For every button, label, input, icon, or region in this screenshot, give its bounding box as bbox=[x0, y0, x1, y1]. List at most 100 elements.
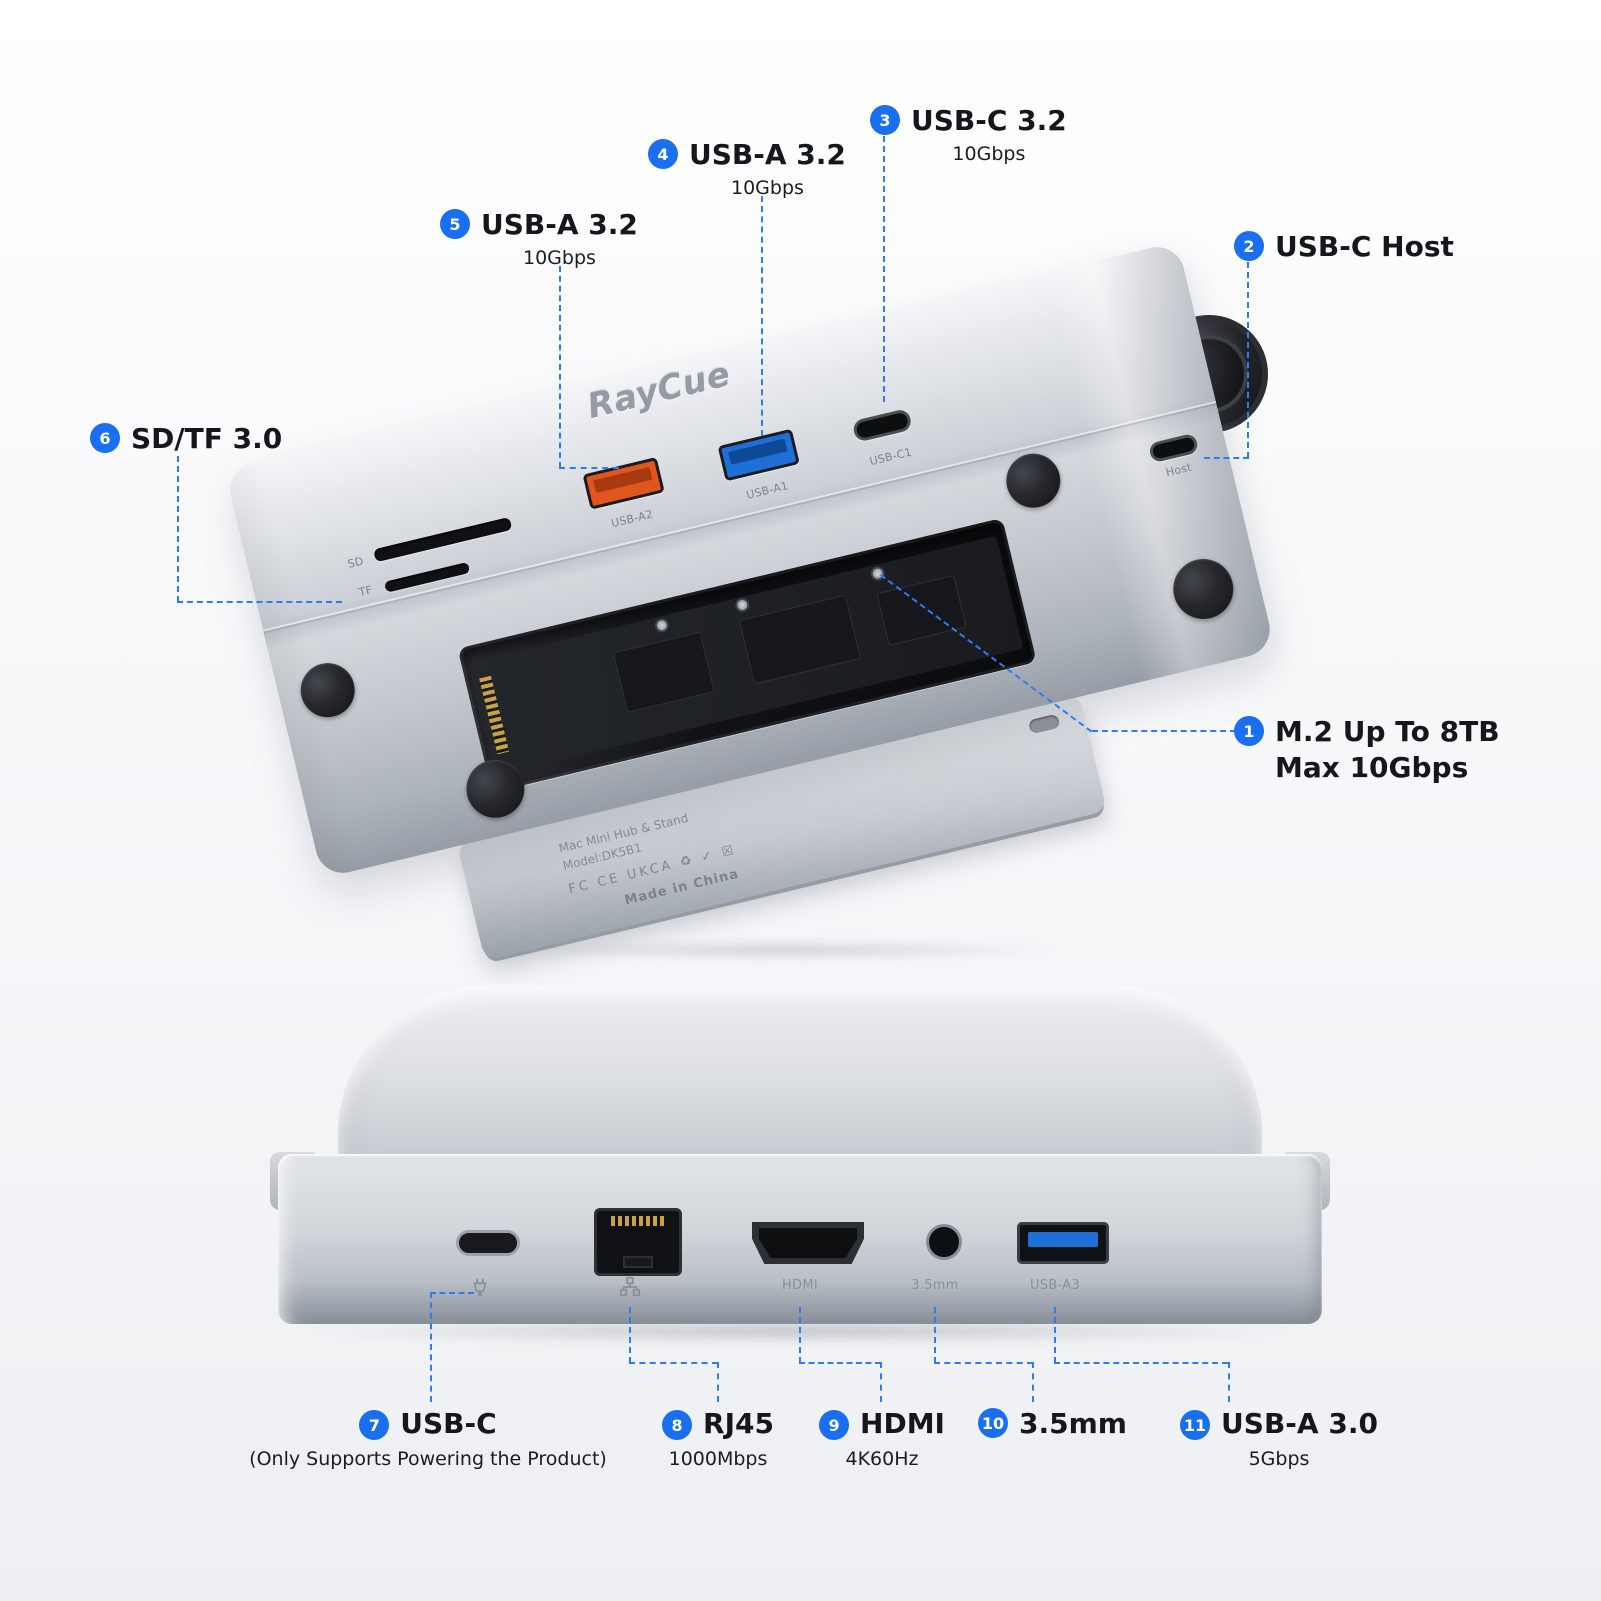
leader-line-usb-a-3-2-left bbox=[559, 266, 561, 468]
callout-rj45: 8 RJ45 1000Mbps bbox=[648, 1406, 788, 1470]
sd-etch-label: SD bbox=[346, 554, 366, 571]
callout-title: 3.5mm bbox=[1019, 1407, 1127, 1440]
rear-port-panel bbox=[278, 1154, 1322, 1324]
usb-a2-port bbox=[582, 457, 665, 510]
leader-line-rj45-2 bbox=[629, 1362, 718, 1364]
cover-plate-shadow bbox=[500, 940, 1060, 960]
ethernet-icon bbox=[616, 1276, 644, 1298]
callout-subtitle: 10Gbps bbox=[522, 247, 596, 270]
usb-a3-tab bbox=[1028, 1232, 1098, 1247]
m2-ssd-board bbox=[471, 535, 1024, 775]
ssd-chip bbox=[612, 631, 715, 713]
leader-line-usb-c-host bbox=[1247, 262, 1249, 458]
callout-number-badge: 11 bbox=[1180, 1410, 1211, 1441]
callout-usb-a-3-2-top: 4 USB-A 3.2 10Gbps bbox=[648, 137, 846, 199]
leader-line-usb-c-power-h bbox=[430, 1292, 474, 1294]
callout-number-badge: 3 bbox=[870, 105, 900, 135]
callout-title: RJ45 bbox=[703, 1407, 774, 1440]
callout-title: USB-A 3.2 bbox=[689, 138, 846, 171]
rj45-pins bbox=[611, 1216, 665, 1226]
audio-etch-label: 3.5mm bbox=[911, 1278, 959, 1293]
callout-subtitle: 10Gbps bbox=[730, 177, 804, 200]
leader-line-usb-a-3-2-left-h bbox=[559, 467, 619, 469]
hub-top-view: RayCue USB-A2 USB-A1 USB-C1 SD TF Host bbox=[224, 241, 1276, 879]
callout-subtitle: 4K60Hz bbox=[845, 1448, 919, 1471]
callout-title: USB-C Host bbox=[1275, 230, 1454, 263]
usb-c-host-port bbox=[1147, 432, 1200, 464]
callout-hdmi: 9 HDMI 4K60Hz bbox=[812, 1406, 952, 1470]
tf-etch-label: TF bbox=[357, 583, 374, 600]
usb-a3-etch-label: USB-A3 bbox=[1029, 1278, 1081, 1293]
rubber-foot bbox=[295, 657, 361, 723]
callout-subtitle: 10Gbps bbox=[952, 143, 1026, 166]
usb-a1-etch-label: USB-A1 bbox=[745, 479, 790, 502]
callout-sd-tf: 6 SD/TF 3.0 bbox=[90, 421, 282, 457]
rj45-clip-notch bbox=[623, 1256, 653, 1268]
hdmi-etch-label: HDMI bbox=[781, 1278, 819, 1293]
usb-a3-port bbox=[1017, 1222, 1109, 1264]
leader-line-m2-h bbox=[1092, 730, 1236, 732]
callout-title: USB-A 3.2 bbox=[481, 208, 638, 241]
leader-line-audio-3 bbox=[1032, 1362, 1034, 1402]
callout-3-5mm: 10 3.5mm bbox=[978, 1406, 1127, 1442]
hdmi-port bbox=[752, 1222, 864, 1264]
callout-subtitle: (Only Supports Powering the Product) bbox=[249, 1448, 607, 1471]
usb-a1-port bbox=[717, 428, 800, 482]
m2-ssd-bay bbox=[457, 517, 1037, 793]
callout-title: HDMI bbox=[860, 1407, 945, 1440]
callout-title-line2: Max 10Gbps bbox=[1275, 751, 1469, 785]
callout-subtitle: 5Gbps bbox=[1248, 1448, 1310, 1471]
callout-number-badge: 8 bbox=[662, 1410, 693, 1441]
usb-a2-etch-label: USB-A2 bbox=[609, 507, 655, 531]
callout-usb-c-host: 2 USB-C Host bbox=[1234, 229, 1454, 265]
callout-title: USB-C 3.2 bbox=[911, 104, 1067, 137]
leader-line-audio-2 bbox=[934, 1362, 1033, 1364]
leader-line-audio-1 bbox=[934, 1307, 936, 1363]
leader-line-usb-a3-1 bbox=[1054, 1307, 1056, 1363]
callout-usb-c-3-2: 3 USB-C 3.2 10Gbps bbox=[870, 103, 1067, 165]
usb-a2-tab bbox=[593, 466, 653, 494]
audio-jack-port bbox=[926, 1224, 962, 1260]
power-plug-icon bbox=[466, 1276, 494, 1298]
leader-line-rj45-1 bbox=[629, 1307, 631, 1363]
usb-a1-tab bbox=[728, 438, 788, 465]
hub-body-rotated: RayCue USB-A2 USB-A1 USB-C1 SD TF Host bbox=[224, 241, 1276, 879]
hub-rear-view: HDMI 3.5mm USB-A3 bbox=[270, 982, 1330, 1334]
sd-card-slot bbox=[373, 516, 513, 563]
callout-number-badge: 9 bbox=[819, 1410, 850, 1441]
callout-number-badge: 1 bbox=[1234, 716, 1264, 746]
rubber-foot bbox=[1000, 448, 1066, 514]
leader-line-usb-c-host-h bbox=[1204, 457, 1249, 459]
callout-m2: 1 M.2 Up To 8TB Max 10Gbps bbox=[1234, 714, 1500, 787]
callout-title: SD/TF 3.0 bbox=[131, 422, 283, 455]
leader-line-sd-tf-h bbox=[177, 601, 342, 603]
ssd-chip bbox=[738, 594, 862, 685]
callout-number-badge: 10 bbox=[978, 1408, 1008, 1438]
usb-c-power-port bbox=[456, 1230, 520, 1256]
hub-aluminum-body: RayCue USB-A2 USB-A1 USB-C1 SD TF Host bbox=[224, 241, 1276, 879]
leader-line-sd-tf bbox=[177, 456, 179, 602]
leader-line-hdmi-1 bbox=[799, 1307, 801, 1363]
leader-line-hdmi-2 bbox=[799, 1362, 881, 1364]
ssd-chip bbox=[876, 574, 967, 646]
callout-title: USB-C bbox=[400, 1407, 497, 1440]
tf-card-slot bbox=[384, 561, 471, 593]
callout-title: USB-A 3.0 bbox=[1221, 1407, 1378, 1440]
rubber-foot bbox=[1167, 552, 1240, 626]
callout-number-badge: 4 bbox=[648, 139, 678, 169]
leader-line-usb-a3-2 bbox=[1054, 1362, 1228, 1364]
leader-line-rj45-3 bbox=[717, 1362, 719, 1402]
leader-line-usb-a3-3 bbox=[1228, 1362, 1230, 1402]
rj45-port bbox=[594, 1208, 682, 1276]
callout-number-badge: 5 bbox=[440, 209, 470, 239]
callout-number-badge: 7 bbox=[359, 1410, 390, 1441]
callout-usb-a-3-0: 11 USB-A 3.0 5Gbps bbox=[1164, 1406, 1394, 1470]
callout-usb-c-power: 7 USB-C (Only Supports Powering the Prod… bbox=[228, 1406, 628, 1470]
callout-subtitle: 1000Mbps bbox=[668, 1448, 768, 1471]
usb-c1-etch-label: USB-C1 bbox=[868, 445, 914, 469]
callout-usb-a-3-2-left: 5 USB-A 3.2 10Gbps bbox=[440, 207, 638, 269]
callout-number-badge: 2 bbox=[1234, 231, 1264, 261]
hdmi-port-inner bbox=[759, 1228, 857, 1258]
callout-number-badge: 6 bbox=[90, 423, 120, 453]
